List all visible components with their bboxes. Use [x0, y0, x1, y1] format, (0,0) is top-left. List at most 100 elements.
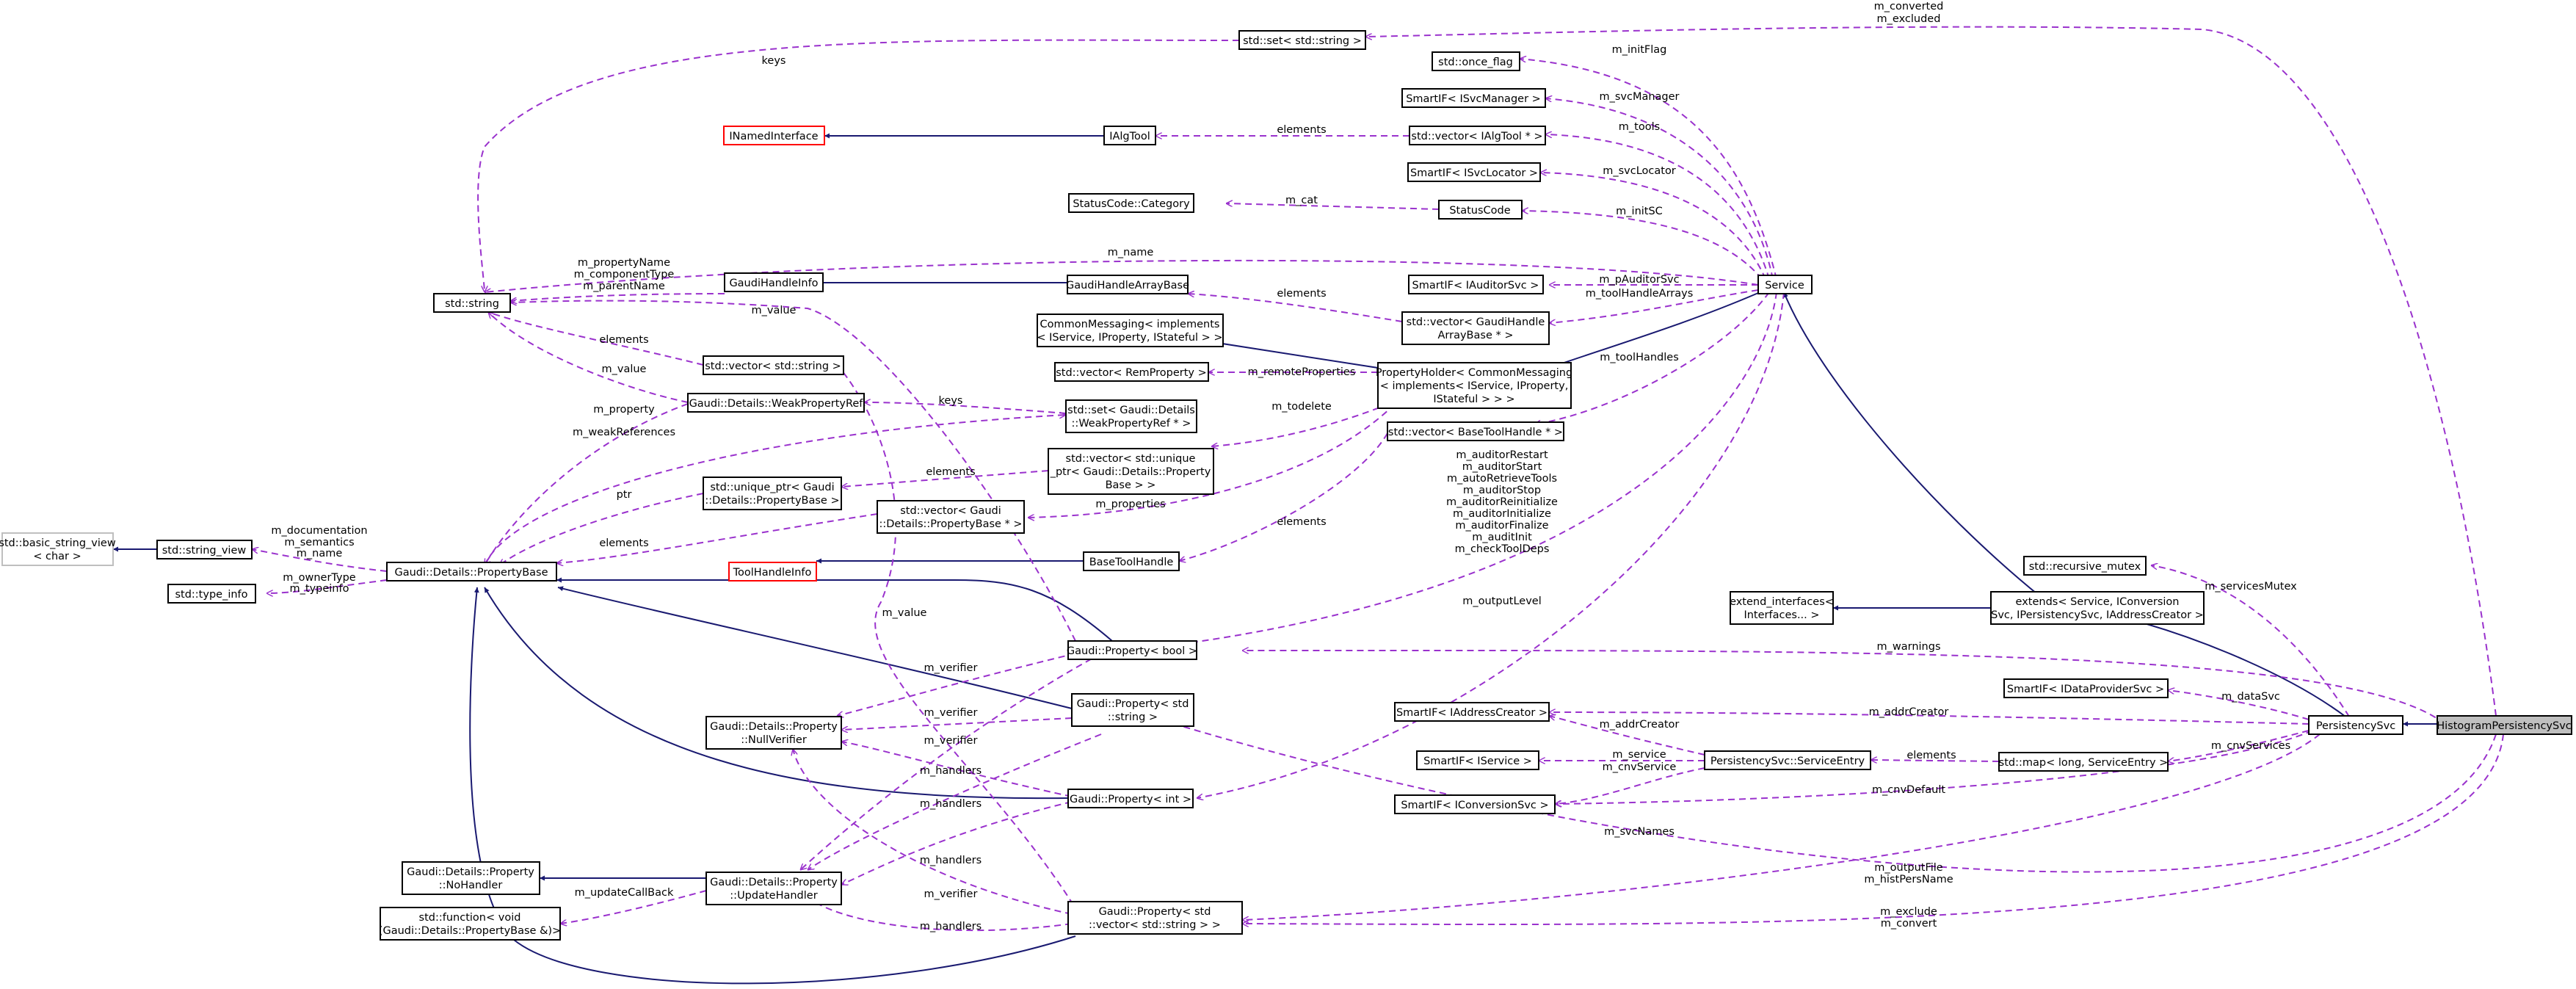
edge-setweak-weakref [864, 402, 1067, 414]
node-dataprovidersvc[interactable]: SmartIF< IDataProviderSvc > [2003, 678, 2169, 698]
node-basic-string-view[interactable]: std::basic_string_view< char > [0, 532, 116, 566]
node-statuscode[interactable]: StatusCode [1438, 200, 1523, 220]
svg-text:Gaudi::Property< bool >: Gaudi::Property< bool > [1067, 645, 1197, 657]
edge-name [485, 259, 1759, 292]
node-extend-interfaces[interactable]: extend_interfaces<Interfaces... > [1730, 591, 1834, 625]
edge-handlers-2 [808, 733, 1102, 870]
edge-label-verifier-2: m_verifier [924, 707, 978, 719]
edge-vecpb [556, 513, 878, 563]
node-auditorsvc[interactable]: SmartIF< IAuditorSvc > [1408, 275, 1544, 294]
node-vec-basetoolhandle[interactable]: std::vector< BaseToolHandle * > [1387, 421, 1564, 441]
svg-text:SmartIF< IAddressCreator >: SmartIF< IAddressCreator > [1396, 707, 1548, 719]
svg-text:::Details::PropertyBase >: ::Details::PropertyBase > [705, 495, 839, 507]
node-sc-category[interactable]: StatusCode::Category [1068, 193, 1194, 213]
node-vec-uniqueptr[interactable]: std::vector< std::unique_ptr< Gaudi::Det… [1048, 448, 1214, 495]
node-string-view[interactable]: std::string_view [156, 540, 253, 559]
svg-text:std::vector< std::unique: std::vector< std::unique [1066, 453, 1196, 465]
edge-label-comptype: m_componentType [574, 269, 675, 280]
edge-ptr [499, 493, 704, 565]
node-commonmessaging[interactable]: CommonMessaging< implements< IService, I… [1037, 314, 1224, 347]
edge-persist-extends [2128, 617, 2346, 717]
node-property-bool[interactable]: Gaudi::Property< bool > [1067, 640, 1197, 660]
node-svclocator[interactable]: SmartIF< ISvcLocator > [1407, 162, 1541, 182]
node-property-vector[interactable]: Gaudi::Property< std::vector< std::strin… [1067, 901, 1243, 935]
edge-label-auditor-1: m_auditorRestart [1456, 449, 1548, 461]
node-property-string[interactable]: Gaudi::Property< std::string > [1071, 693, 1194, 727]
edge-addrcreator-1 [1549, 712, 2310, 725]
node-propertybase[interactable]: Gaudi::Details::PropertyBase [386, 562, 557, 582]
svg-text:std::vector< BaseToolHandle *: std::vector< BaseToolHandle * > [1388, 427, 1563, 438]
svg-text:std::once_flag: std::once_flag [1438, 57, 1513, 68]
node-vec-ialgtool[interactable]: std::vector< IAlgTool * > [1409, 126, 1546, 145]
edge-label-typeinfo: m_typeinfo [290, 583, 349, 595]
svg-text:PersistencySvc::ServiceEntry: PersistencySvc::ServiceEntry [1710, 756, 1865, 767]
node-service[interactable]: Service [1757, 275, 1813, 294]
node-gaudihandleinfo[interactable]: GaudiHandleInfo [724, 272, 824, 292]
svg-text:ToolHandleInfo: ToolHandleInfo [733, 567, 812, 579]
edge-label-value-3: m_value [882, 607, 927, 619]
edge-label-cnvservices: m_cnvServices [2211, 740, 2290, 752]
node-histogrampersistencysvc[interactable]: HistogramPersistencySvc [2437, 715, 2572, 735]
node-svcmanager[interactable]: SmartIF< ISvcManager > [1401, 88, 1546, 108]
node-persistencysvc[interactable]: PersistencySvc [2308, 715, 2403, 735]
node-weakpropertyref[interactable]: Gaudi::Details::WeakPropertyRef [687, 393, 865, 413]
svg-text:BaseToolHandle: BaseToolHandle [1089, 557, 1174, 568]
edge-label-todelete: m_todelete [1271, 401, 1332, 413]
edge-label-excluded: m_excluded [1877, 13, 1941, 25]
node-iservice[interactable]: SmartIF< IService > [1416, 750, 1539, 770]
edge-label-keys-2: keys [939, 395, 963, 407]
svg-text:< implements< IService, IPrope: < implements< IService, IProperty, [1380, 380, 1569, 392]
svg-text:std::set< Gaudi::Details: std::set< Gaudi::Details [1067, 405, 1195, 416]
node-updatehandler[interactable]: Gaudi::Details::Property::UpdateHandler [705, 872, 842, 905]
edge-cat [1226, 203, 1440, 210]
node-vec-ghab[interactable]: std::vector< GaudiHandleArrayBase * > [1401, 311, 1550, 345]
svg-text:SmartIF< IDataProviderSvc >: SmartIF< IDataProviderSvc > [2007, 684, 2164, 695]
node-set-string[interactable]: std::set< std::string > [1238, 30, 1366, 50]
node-set-weakref[interactable]: std::set< Gaudi::Details::WeakPropertyRe… [1065, 399, 1197, 433]
svg-text:Gaudi::Details::Property: Gaudi::Details::Property [407, 866, 534, 878]
edge-label-convert: m_convert [1881, 918, 1937, 930]
edge-toolhandlearrays [1549, 289, 1759, 323]
node-std-string[interactable]: std::string [433, 293, 511, 313]
svg-text:std::string_view: std::string_view [162, 545, 247, 557]
edge-label-datasvc: m_dataSvc [2221, 691, 2280, 703]
node-gaudihandlearraybase[interactable]: GaudiHandleArrayBase [1066, 275, 1189, 294]
node-once-flag[interactable]: std::once_flag [1432, 51, 1520, 71]
node-addresscreator[interactable]: SmartIF< IAddressCreator > [1394, 702, 1550, 722]
svg-text:Gaudi::Property< std: Gaudi::Property< std [1099, 906, 1211, 918]
edge-outputlevel [1197, 291, 1785, 798]
svg-text:SmartIF< IAuditorSvc >: SmartIF< IAuditorSvc > [1412, 280, 1539, 291]
node-inamedinterface[interactable]: INamedInterface [723, 126, 825, 145]
edge-labels: keys m_converted m_excluded m_initFlag m… [271, 1, 2297, 932]
node-function[interactable]: std::function< void(Gaudi::Details::Prop… [379, 907, 561, 941]
node-recursive-mutex[interactable]: std::recursive_mutex [2023, 556, 2147, 576]
node-nullverifier[interactable]: Gaudi::Details::Property::NullVerifier [705, 716, 842, 750]
node-vec-propertybase[interactable]: std::vector< Gaudi::Details::PropertyBas… [877, 500, 1025, 534]
node-vec-remproperty[interactable]: std::vector< RemProperty > [1054, 362, 1209, 382]
node-basetoolhandle[interactable]: BaseToolHandle [1083, 551, 1180, 571]
node-serviceentry[interactable]: PersistencySvc::ServiceEntry [1704, 750, 1871, 770]
node-nohandler[interactable]: Gaudi::Details::Property::NoHandler [402, 861, 540, 895]
node-unique-ptr[interactable]: std::unique_ptr< Gaudi::Details::Propert… [703, 477, 842, 510]
svg-text:std::vector< IAlgTool * >: std::vector< IAlgTool * > [1411, 131, 1542, 142]
svg-text:::string >: ::string > [1108, 711, 1158, 723]
node-conversionsvc[interactable]: SmartIF< IConversionSvc > [1394, 794, 1556, 814]
node-map-serviceentry[interactable]: std::map< long, ServiceEntry > [1998, 752, 2169, 772]
svg-text:std::vector< Gaudi: std::vector< Gaudi [900, 505, 1001, 517]
node-propertyholder[interactable]: PropertyHolder< CommonMessaging< impleme… [1376, 362, 1572, 409]
svg-text:_ptr< Gaudi::Details::Property: _ptr< Gaudi::Details::Property [1050, 466, 1211, 478]
edge-label-cat: m_cat [1285, 195, 1318, 206]
node-ialgtool[interactable]: IAlgTool [1103, 126, 1156, 145]
edge-svcnames [1242, 733, 2321, 920]
node-vec-string[interactable]: std::vector< std::string > [703, 355, 844, 375]
svg-text:GaudiHandleArrayBase: GaudiHandleArrayBase [1066, 280, 1189, 291]
svg-text:std::vector< std::string >: std::vector< std::string > [705, 361, 841, 372]
edge-label-value-2: m_value [602, 363, 647, 375]
node-type-info[interactable]: std::type_info [167, 584, 256, 604]
node-toolhandleinfo[interactable]: ToolHandleInfo [728, 562, 817, 582]
edge-label-verifier-3: m_verifier [924, 735, 978, 747]
edge-label-pauditorsvc: m_pAuditorSvc [1599, 274, 1679, 286]
edge-svcmanager [1545, 98, 1774, 280]
node-extends[interactable]: extends< Service, IConversionSvc, IPersi… [1990, 591, 2205, 625]
node-property-int[interactable]: Gaudi::Property< int > [1067, 789, 1194, 808]
